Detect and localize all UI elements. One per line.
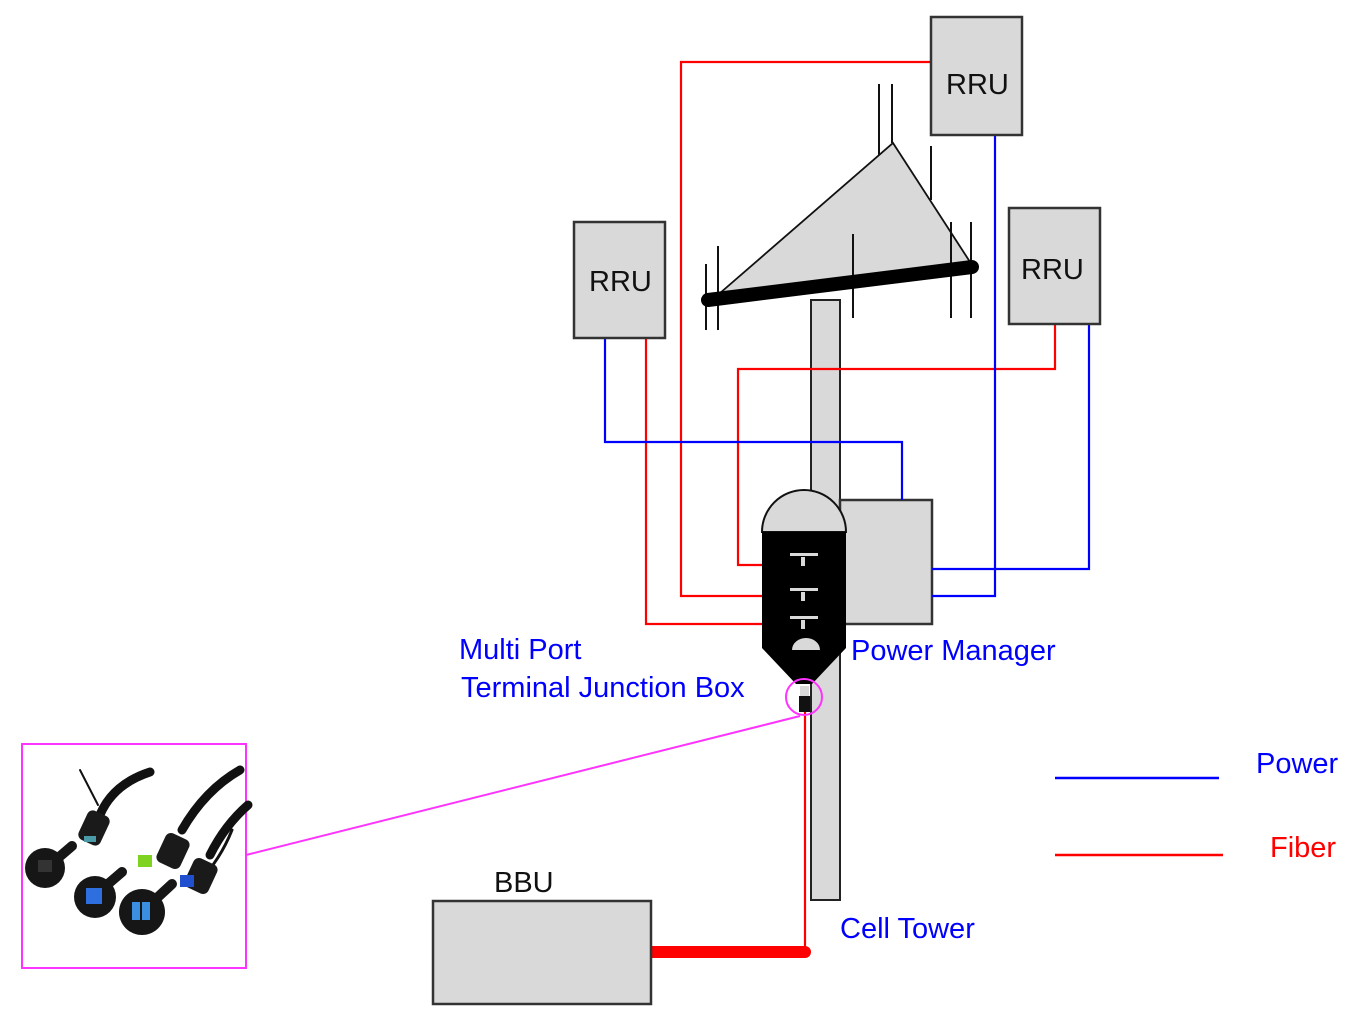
- junction-port-highlight: [785, 678, 823, 716]
- power-line-rru-right: [932, 324, 1091, 571]
- rru-top[interactable]: RRU: [929, 15, 1024, 137]
- fiber-line-rru-top: [679, 60, 931, 598]
- rru-top-label: RRU: [946, 69, 1009, 101]
- legend-fiber-label: Fiber: [1270, 832, 1336, 864]
- rru-left-label: RRU: [589, 266, 652, 298]
- legend-power-label: Power: [1256, 748, 1339, 780]
- junction-box-label-line1: Multi Port: [459, 634, 581, 666]
- power-lines: [603, 134, 1091, 598]
- connector-photo: [25, 765, 253, 935]
- rru-left[interactable]: RRU: [572, 220, 667, 340]
- bbu-label: BBU: [494, 867, 554, 899]
- rru-right[interactable]: RRU: [1007, 206, 1102, 326]
- junction-box: [760, 489, 848, 712]
- power-line-rru-top: [932, 134, 997, 598]
- callout-line: [245, 715, 801, 856]
- power-manager-box: [838, 498, 934, 626]
- power-manager-label: Power Manager: [851, 635, 1056, 667]
- antenna-crossbar: [701, 260, 979, 307]
- fiber-line-rru-left: [644, 338, 796, 626]
- junction-box-label-line2: Terminal Junction Box: [461, 672, 745, 704]
- cell-tower-label: Cell Tower: [840, 913, 975, 945]
- bbu[interactable]: BBU: [431, 867, 653, 1006]
- legend: Power Fiber: [1055, 748, 1339, 864]
- fiber-line-rru-right: [736, 324, 1057, 567]
- power-line-rru-left: [603, 338, 904, 500]
- fiber-lines: [644, 60, 1057, 952]
- rru-right-label: RRU: [1021, 254, 1084, 286]
